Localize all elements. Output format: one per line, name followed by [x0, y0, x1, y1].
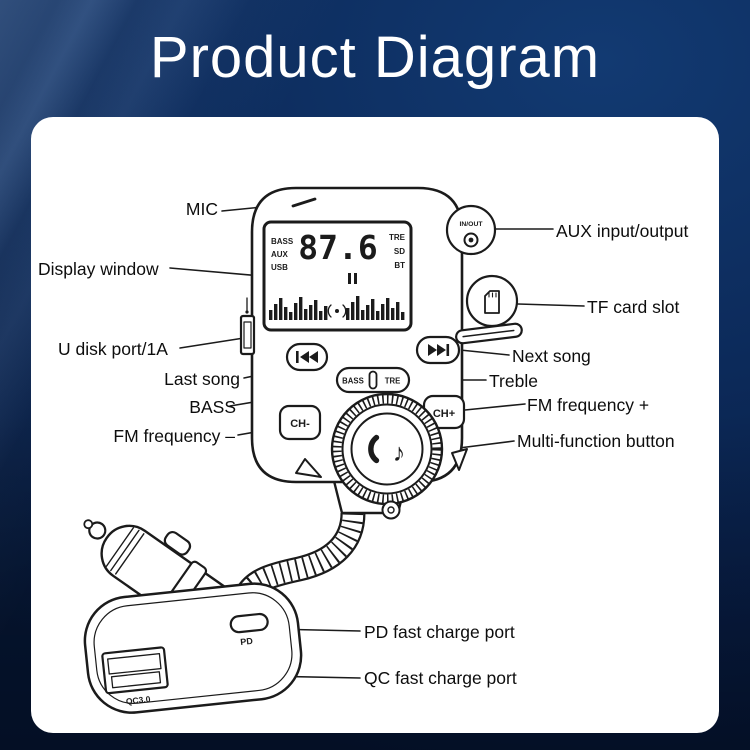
channel-minus-label: CH- [290, 418, 310, 430]
tre-button-label: TRE [385, 377, 401, 386]
label-multi-function-button: Multi-function button [517, 431, 675, 451]
label-mic: MIC [185, 199, 218, 219]
previous-track-icon [296, 351, 318, 363]
qc-port-label: QC3.0 [125, 694, 151, 707]
frequency-readout: 87.6 [298, 228, 377, 267]
indicator-sd: SD [394, 247, 405, 256]
leader-line [464, 403, 526, 411]
leader-line [169, 267, 263, 277]
next-track-icon [428, 344, 450, 356]
equalizer-bars-icon [269, 296, 405, 320]
pd-port-label: PD [240, 636, 254, 647]
aux-jack-label: IN/OUT [459, 221, 483, 228]
label-tf-card-slot: TF card slot [587, 297, 680, 317]
leader-line [179, 337, 245, 349]
channel-minus-button: CH- [278, 404, 322, 441]
previous-track-button [285, 342, 329, 372]
mic-slit-icon [291, 197, 317, 208]
indicator-aux: AUX [271, 250, 289, 259]
multi-function-knob: ♪ [330, 392, 444, 506]
page-title: Product Diagram [149, 25, 601, 90]
label-pd-fast-charge-port: PD fast charge port [364, 622, 515, 642]
bass-button-label: BASS [342, 377, 364, 386]
label-last-song: Last song [164, 369, 240, 389]
aux-jack-icon: IN/OUT [445, 204, 497, 256]
broadcast-icon [327, 304, 347, 318]
label-qc-fast-charge-port: QC fast charge port [364, 668, 517, 688]
indicator-usb: USB [271, 263, 288, 272]
indicator-tre: TRE [389, 233, 406, 242]
label-aux-input-output: AUX input/output [556, 221, 689, 241]
leader-line [459, 349, 510, 356]
label-u-disk-port: U disk port/1A [58, 339, 168, 359]
screw-detail [381, 500, 401, 520]
phone-music-icon: ♪ [368, 434, 406, 467]
pause-icon [348, 273, 357, 284]
indicator-bass: BASS [271, 237, 294, 246]
tf-card-slot [455, 322, 523, 345]
vent-left [295, 458, 322, 478]
next-track-button [415, 335, 461, 365]
vent-right [451, 448, 468, 471]
charger-face: QC3.0 PD [83, 582, 303, 714]
tf-card-icon [465, 274, 519, 328]
svg-text:♪: ♪ [393, 439, 406, 467]
label-next-song: Next song [512, 346, 591, 366]
label-bass: BASS [189, 397, 236, 417]
label-fm-frequency-minus: FM frequency – [113, 426, 235, 446]
usb-c-port-icon: PD [229, 612, 269, 647]
leader-line [517, 303, 585, 307]
channel-plus-label: CH+ [433, 408, 455, 420]
gooseneck [236, 512, 366, 602]
indicator-bt: BT [394, 261, 405, 270]
label-fm-frequency-plus: FM frequency + [527, 395, 650, 415]
bass-tre-button: BASS TRE [335, 366, 411, 394]
display-window: 87.6 BASS AUX USB TRE SD BT [262, 220, 413, 332]
u-disk-port [239, 297, 256, 356]
usb-a-port-icon: QC3.0 [101, 646, 169, 707]
label-treble: Treble [489, 371, 538, 391]
label-display-window: Display window [38, 259, 159, 279]
